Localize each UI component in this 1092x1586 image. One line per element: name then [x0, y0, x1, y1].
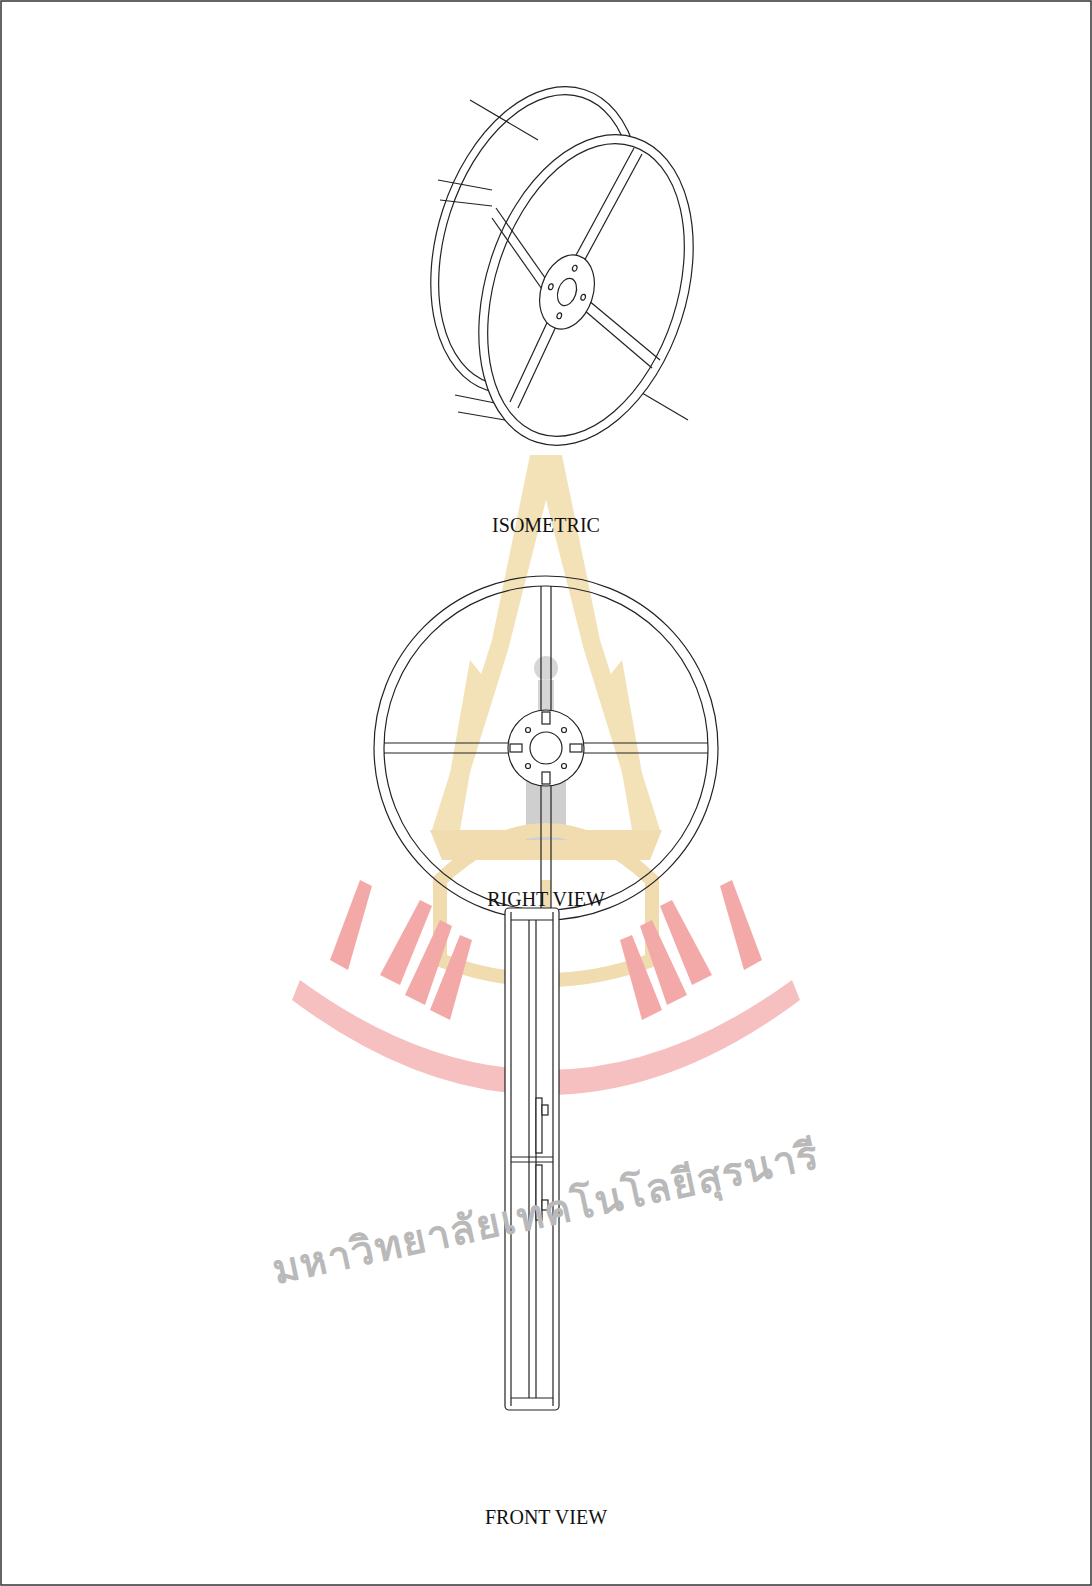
view-title: ISOMETRIC [492, 514, 600, 537]
isometric-wheel [394, 59, 731, 473]
right-view-wheel [374, 576, 718, 920]
view-title: FRONT VIEW [485, 1506, 607, 1529]
front-view-wheel [505, 908, 559, 1410]
view-title: RIGHT VIEW [487, 888, 605, 911]
